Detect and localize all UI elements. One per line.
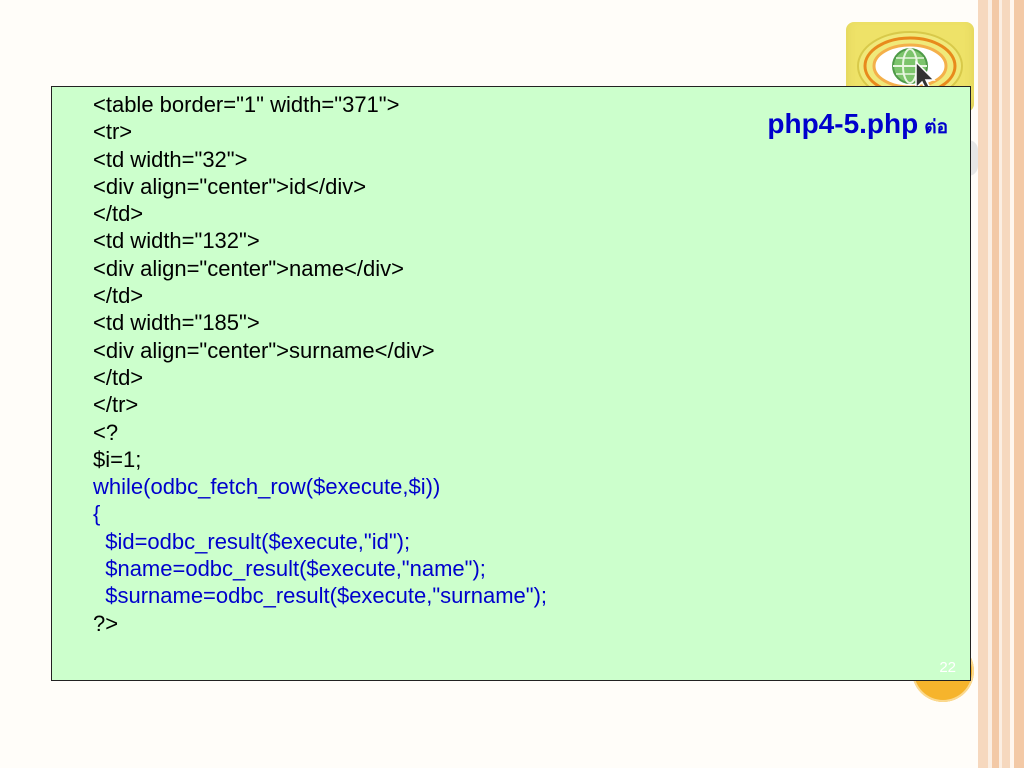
code-line: <td width="185"> — [93, 310, 260, 336]
code-line: <div align="center">surname</div> — [93, 337, 435, 363]
code-line: <? — [93, 419, 119, 445]
code-line: <table border="1" width="371"> — [93, 92, 400, 117]
decorative-stripes — [978, 0, 1024, 768]
code-line: ?> — [93, 610, 119, 636]
code-line: { — [93, 501, 101, 527]
code-line: <tr> — [93, 119, 133, 145]
code-line: $i=1; — [93, 446, 142, 472]
code-line: <div align="center">name</div> — [93, 255, 404, 281]
code-line: while(odbc_fetch_row($execute,$i)) — [93, 474, 441, 500]
code-line: <td width="132"> — [93, 228, 260, 254]
code-line: $id=odbc_result($execute,"id"); — [93, 528, 411, 554]
stripe — [1010, 0, 1014, 768]
code-line: </td> — [93, 364, 144, 390]
code-line: <div align="center">id</div> — [93, 173, 367, 199]
stripe — [992, 0, 999, 768]
code-line: </tr> — [93, 392, 139, 418]
slide-title-suffix: ต่อ — [924, 117, 948, 138]
stripe — [1014, 0, 1024, 768]
code-listing: <table border="1" width="371"><tr><td wi… — [93, 91, 547, 637]
stripe — [988, 0, 992, 768]
code-line: </td> — [93, 201, 144, 227]
code-line: $surname=odbc_result($execute,"surname")… — [93, 583, 548, 609]
code-line: <td width="32"> — [93, 146, 248, 172]
stripe — [1002, 0, 1010, 768]
slide-number: 22 — [939, 659, 956, 676]
code-line: </td> — [93, 283, 144, 309]
slide-title-text: php4-5.php — [767, 108, 919, 139]
stripe — [999, 0, 1002, 768]
stripe — [978, 0, 988, 768]
code-line: $name=odbc_result($execute,"name"); — [93, 556, 486, 582]
